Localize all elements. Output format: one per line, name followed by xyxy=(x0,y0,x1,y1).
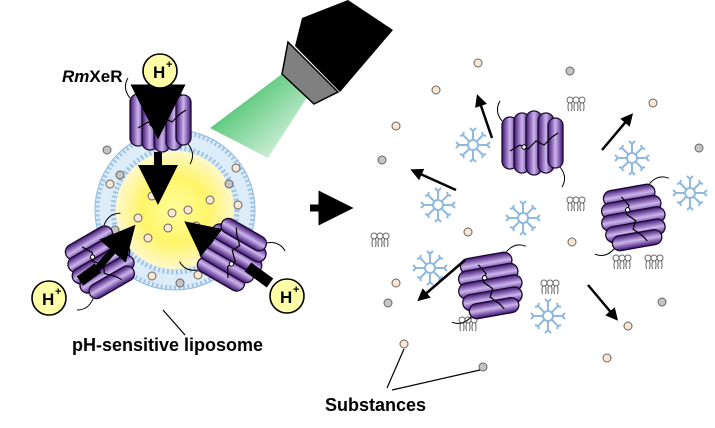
substance-particle xyxy=(478,362,488,372)
lipid-icon xyxy=(459,317,477,331)
substance-particle xyxy=(648,98,658,108)
protein-icon xyxy=(496,100,566,188)
substance-particle xyxy=(602,353,612,363)
protein-icon xyxy=(440,243,538,326)
proton-charge: + xyxy=(55,286,61,298)
proton-label: H xyxy=(42,290,54,309)
substance-particle xyxy=(377,155,387,165)
micelle-icon xyxy=(455,127,491,163)
substance-particle xyxy=(565,66,575,76)
substance-particle xyxy=(694,143,704,153)
micelle-icon xyxy=(530,298,566,334)
proton-charge: + xyxy=(293,284,299,296)
substance-particle xyxy=(463,227,473,237)
micelle-icon xyxy=(614,140,650,176)
proton-label: H xyxy=(153,63,165,82)
lipid-icon xyxy=(567,97,585,111)
lipid-icon xyxy=(541,280,559,294)
membrane-particles xyxy=(102,145,243,288)
substance-particle xyxy=(473,58,483,68)
protein-label-rest: XeR xyxy=(89,67,122,86)
proton-label: H xyxy=(280,288,292,307)
substance-particle xyxy=(657,297,667,307)
substances-label: Substances xyxy=(325,395,426,415)
lipid-icon xyxy=(567,197,585,211)
substance-particle xyxy=(567,237,577,247)
proton-charge: + xyxy=(166,59,172,71)
substance-particle xyxy=(391,121,401,131)
substance-particle xyxy=(431,85,441,95)
protein-label: RmXeR xyxy=(62,67,122,86)
liposome-leader xyxy=(162,309,186,336)
lipid-icon xyxy=(645,255,663,269)
lamp-icon xyxy=(210,0,393,158)
dispersal-arrows xyxy=(410,94,634,321)
lipid-icon xyxy=(371,233,389,247)
substance-particle xyxy=(383,298,393,308)
substance-particle xyxy=(391,278,401,288)
substance-particles xyxy=(377,58,704,372)
substance-particle xyxy=(623,321,633,331)
micelle-icon xyxy=(420,187,456,223)
protein-label-italic: Rm xyxy=(62,67,89,86)
substances-leaders xyxy=(386,348,481,391)
micelle-icon xyxy=(505,200,541,236)
proton-arrows xyxy=(76,84,274,288)
protein-icon xyxy=(583,175,681,258)
liposome-label: pH-sensitive liposome xyxy=(72,335,263,355)
micelle-icon xyxy=(672,175,708,211)
light-beam xyxy=(210,68,315,158)
substance-particle xyxy=(399,339,409,349)
lipid-icon xyxy=(613,255,631,269)
